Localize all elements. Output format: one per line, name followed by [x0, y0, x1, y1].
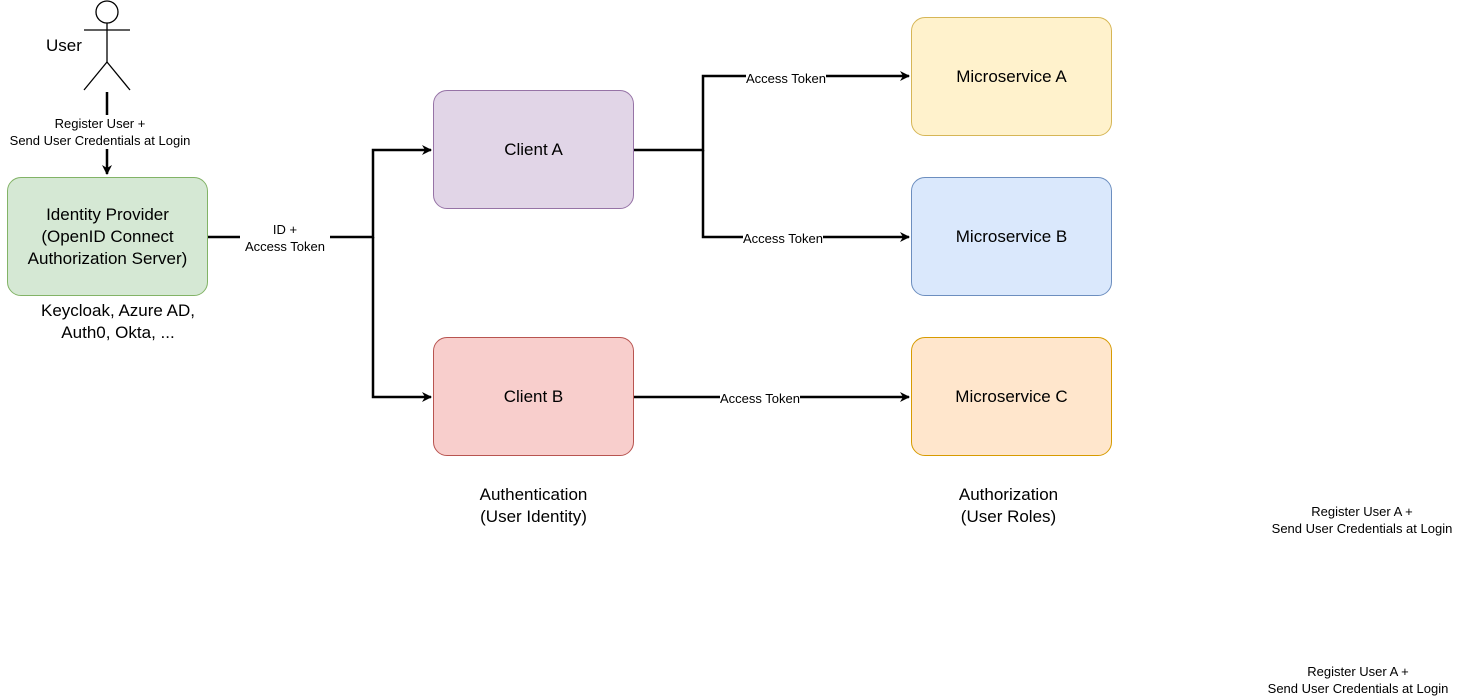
edge-label-user-to-idp: Register User + Send User Credentials at… — [2, 115, 198, 149]
edge-client-a-to-ms-b — [701, 150, 910, 242]
client-a-node[interactable]: Client A — [433, 90, 634, 209]
edge-label-client-b-to-ms-c: Access Token — [720, 390, 800, 407]
caption-authorization: Authorization (User Roles) — [958, 485, 1059, 526]
edge-label-client-a-to-ms-b: Access Token — [743, 230, 823, 247]
edge-label-idp-to-clients: ID + Access Token — [240, 221, 330, 255]
microservice-b-node[interactable]: Microservice B — [911, 177, 1112, 296]
edge-client-a-to-ms-a — [634, 71, 910, 152]
stray-label-2: Register User A + Send User Credentials … — [1267, 664, 1449, 696]
edge-idp-to-client-b — [371, 237, 432, 402]
microservice-a-node[interactable]: Microservice A — [911, 17, 1112, 136]
microservice-c-node[interactable]: Microservice C — [911, 337, 1112, 456]
user-label: User — [46, 36, 82, 55]
user-stick-figure — [83, 0, 131, 91]
identity-provider-node[interactable]: Identity Provider (OpenID Connect Author… — [7, 177, 208, 296]
caption-providers: Keycloak, Azure AD, Auth0, Okta, ... — [40, 301, 196, 342]
client-b-node[interactable]: Client B — [433, 337, 634, 456]
stray-label-1: Register User A + Send User Credentials … — [1271, 504, 1453, 536]
edge-label-client-a-to-ms-a: Access Token — [746, 70, 826, 87]
caption-authentication: Authentication (User Identity) — [479, 485, 588, 526]
